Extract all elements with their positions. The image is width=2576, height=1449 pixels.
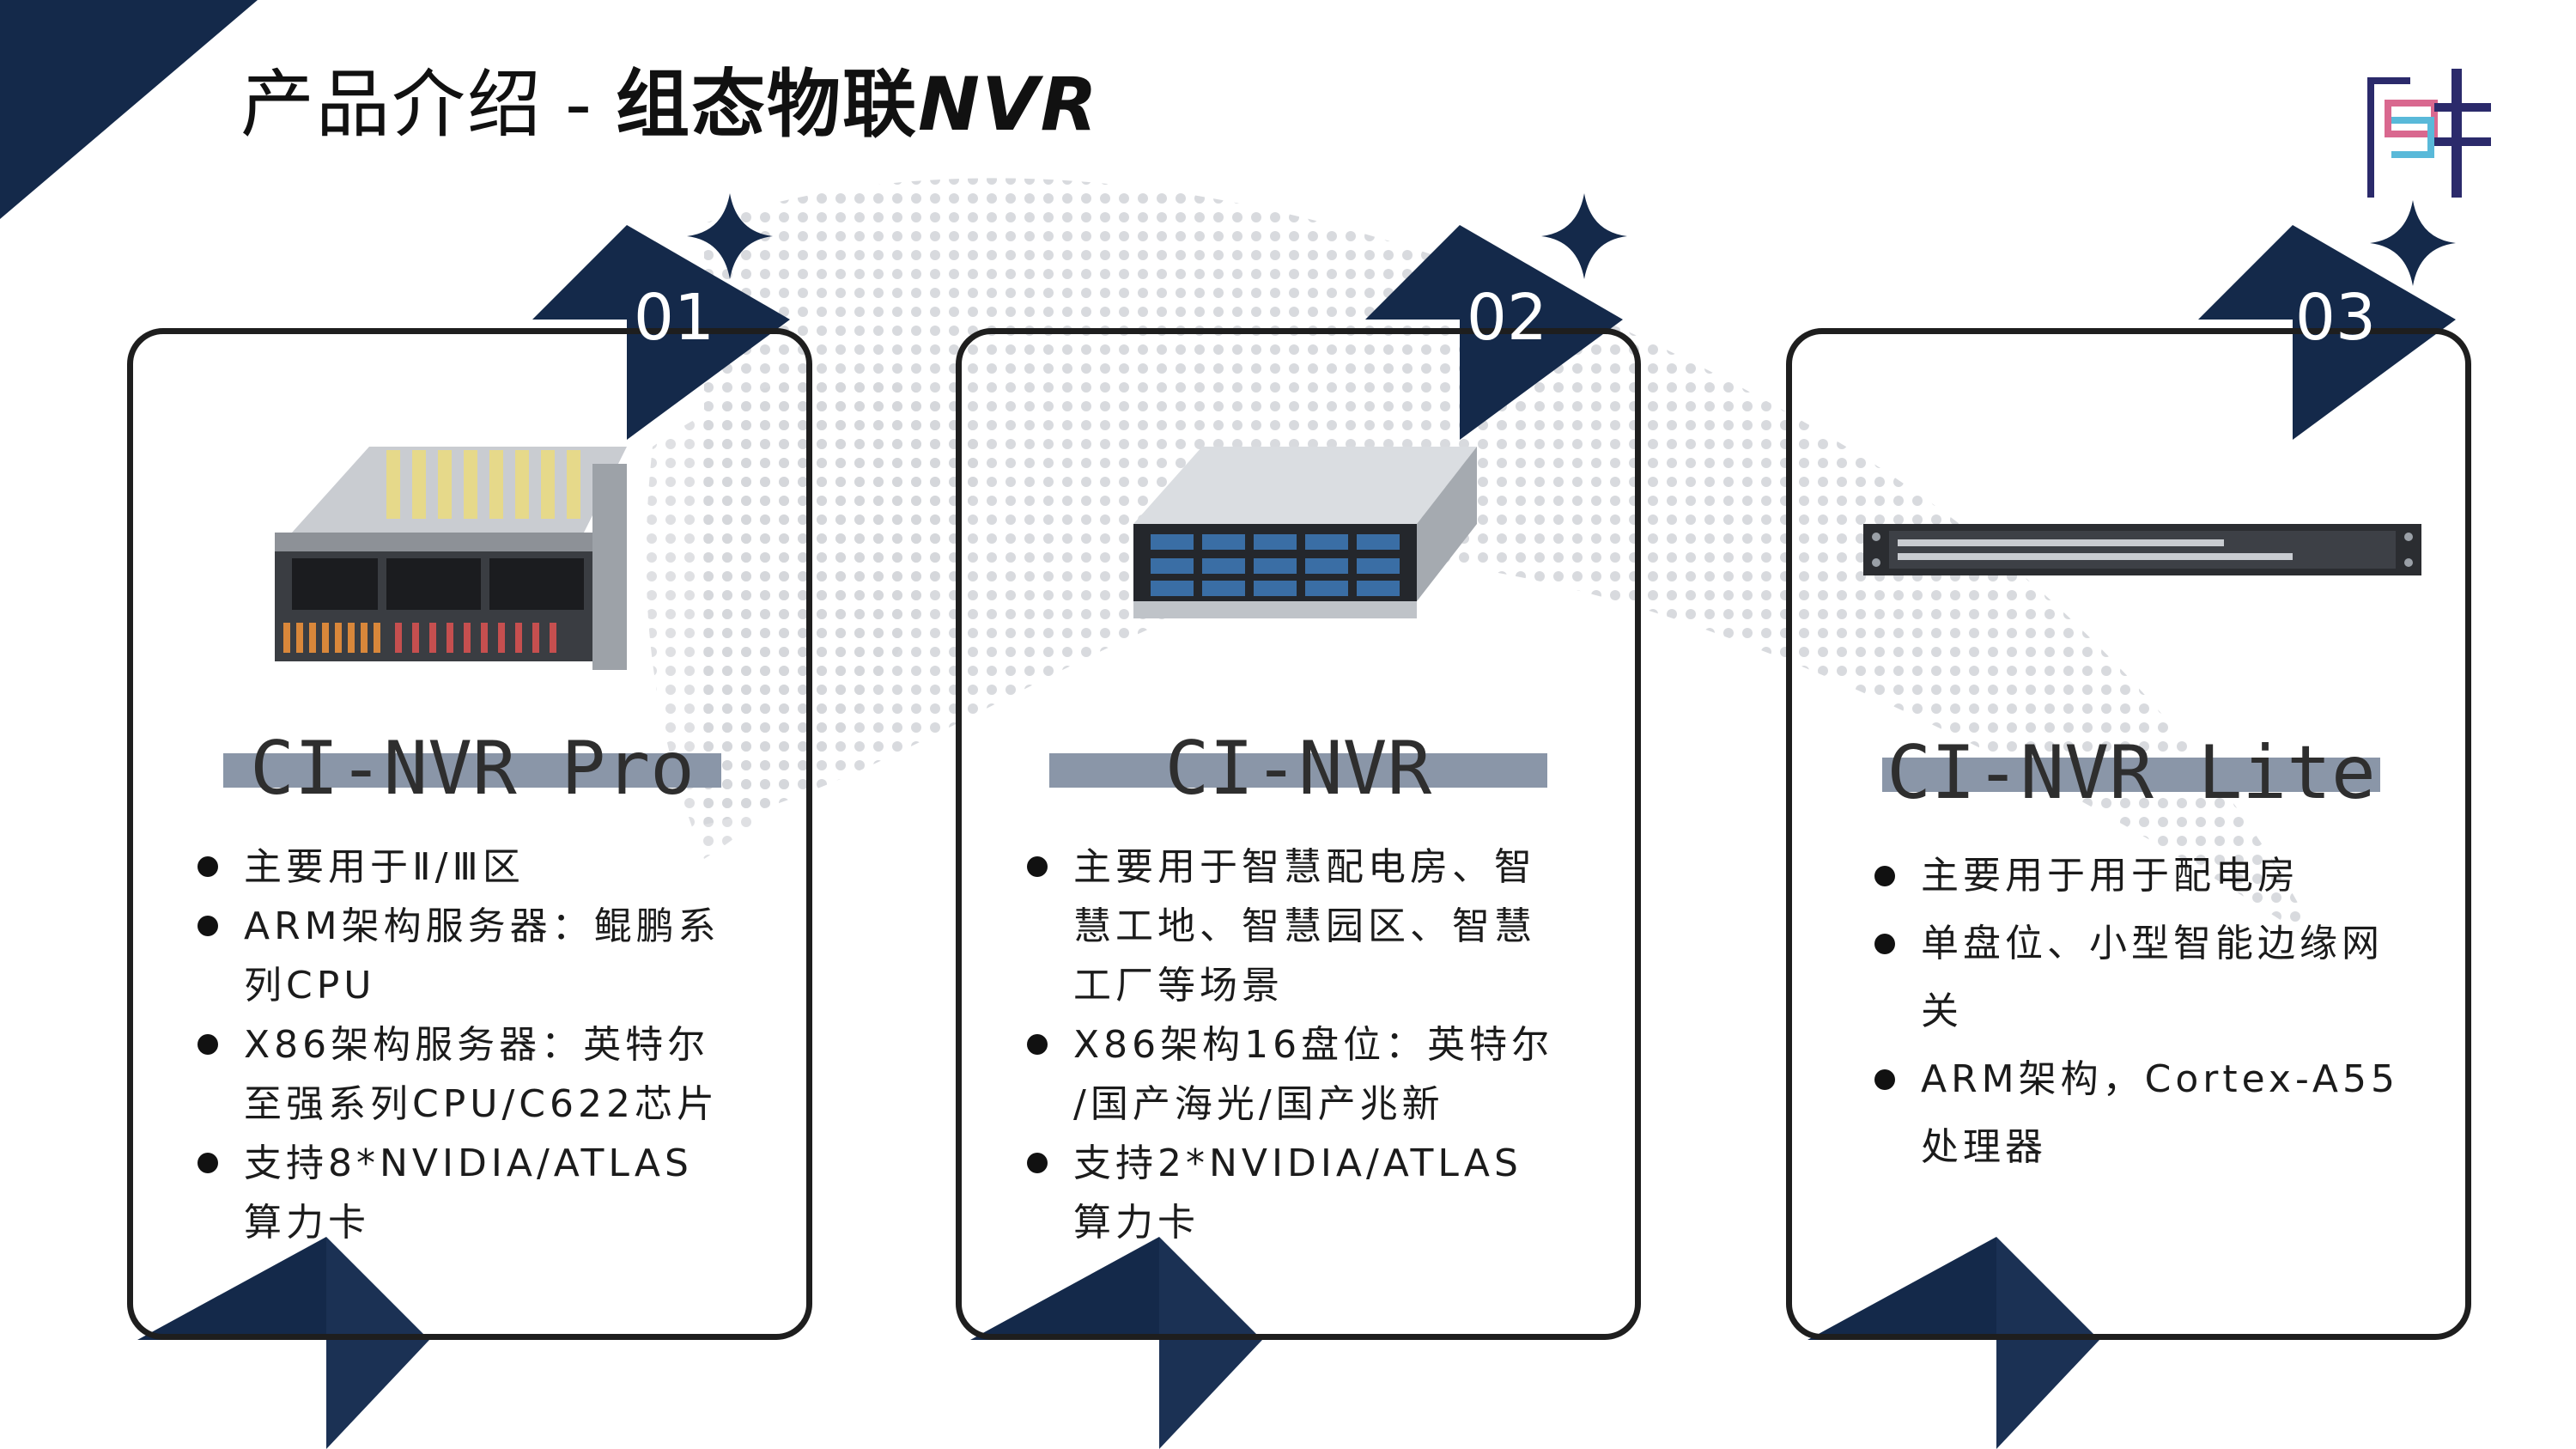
name-underline-bar bbox=[223, 753, 721, 788]
card-number: 01 bbox=[633, 281, 715, 355]
feature-item: 主要用于智慧配电房、智慧工地、智慧园区、智慧工厂等场景 bbox=[1027, 837, 1553, 1015]
brand-logo-icon bbox=[2367, 69, 2491, 198]
title-bold: 组态物联 bbox=[616, 62, 919, 148]
feature-item: 单盘位、小型智能边缘网关 bbox=[1874, 910, 2399, 1045]
product-name: CI-NVR Pro bbox=[250, 726, 695, 812]
feature-item: X86架构16盘位：英特尔/国产海光/国产兆新 bbox=[1027, 1015, 1553, 1134]
gpu-server-4u-icon bbox=[275, 447, 627, 670]
sparkle-icon bbox=[687, 193, 2456, 286]
product-card-1 bbox=[127, 328, 812, 1340]
rack-appliance-1u-icon bbox=[1863, 524, 2421, 575]
title-separator: - bbox=[565, 62, 594, 148]
feature-list: 主要用于智慧配电房、智慧工地、智慧园区、智慧工厂等场景 X86架构16盘位：英特… bbox=[1027, 837, 1553, 1252]
title-latin: NVR bbox=[918, 62, 1099, 148]
product-card-3 bbox=[1786, 328, 2471, 1340]
page-title: 产品介绍-组态物联NVR bbox=[240, 53, 1099, 156]
feature-item: ARM架构服务器：鲲鹏系列CPU bbox=[197, 897, 720, 1015]
product-card-2 bbox=[956, 328, 1641, 1340]
name-underline-bar bbox=[1049, 753, 1547, 788]
corner-triangle bbox=[0, 0, 258, 219]
product-name: CI-NVR bbox=[1164, 726, 1432, 812]
feature-item: X86架构服务器：英特尔至强系列CPU/C622芯片 bbox=[197, 1015, 720, 1134]
feature-item: 主要用于Ⅱ/Ⅲ区 bbox=[197, 837, 720, 897]
card-number: 03 bbox=[2294, 281, 2377, 355]
card-number: 02 bbox=[1466, 281, 1548, 355]
name-underline-bar bbox=[1882, 758, 2380, 792]
feature-item: 主要用于用于配电房 bbox=[1874, 842, 2399, 910]
storage-server-2u-icon bbox=[1133, 447, 1477, 618]
feature-list: 主要用于Ⅱ/Ⅲ区 ARM架构服务器：鲲鹏系列CPU X86架构服务器：英特尔至强… bbox=[197, 837, 720, 1252]
title-light: 产品介绍 bbox=[240, 62, 543, 148]
dotted-swoosh bbox=[704, 178, 2318, 946]
product-name: CI-NVR Lite bbox=[1886, 730, 2376, 816]
